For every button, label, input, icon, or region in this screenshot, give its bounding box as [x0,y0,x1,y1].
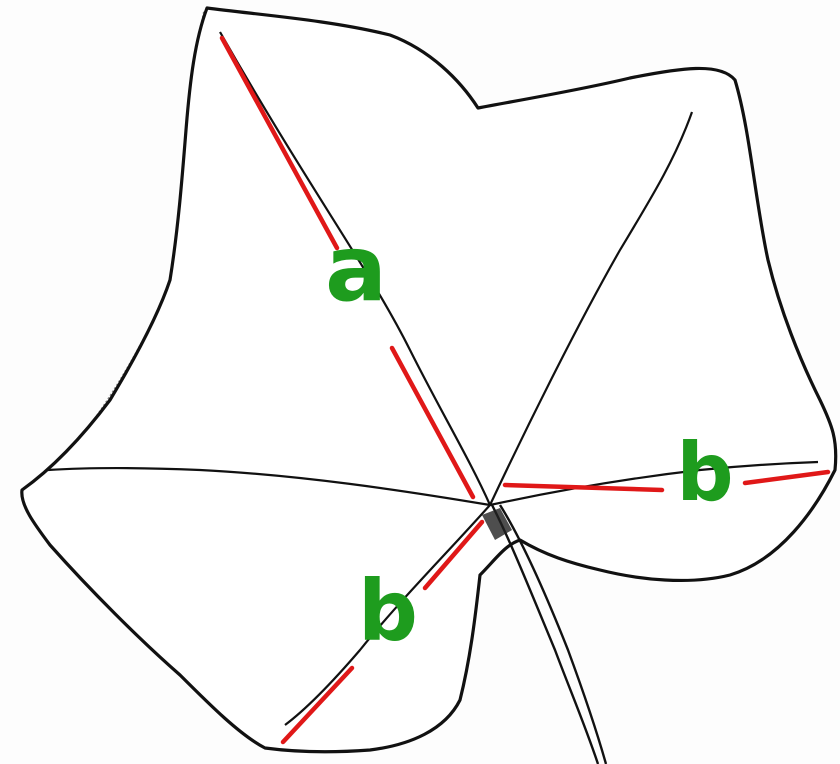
stem [490,504,600,764]
measure-line-b-right-right [742,469,831,486]
leaf-outline [20,6,838,754]
measure-line-a-upper [219,35,340,251]
vein-upper-right [489,111,694,506]
measure-line-b-lower-lower [280,665,355,745]
vein-upper-left [219,31,492,506]
vein-left [47,467,491,507]
vein-lower [284,504,491,726]
stem-base-shading [482,508,512,540]
measure-line-a-lower [389,345,476,500]
vein-right [489,460,819,507]
measure-line-b-right-left [502,482,665,493]
measure-line-b-lower-upper [422,519,485,591]
stem-inner [498,504,608,764]
label-b-lower: b [358,562,418,660]
label-a: a [325,215,387,322]
label-b-right: b [676,426,733,519]
